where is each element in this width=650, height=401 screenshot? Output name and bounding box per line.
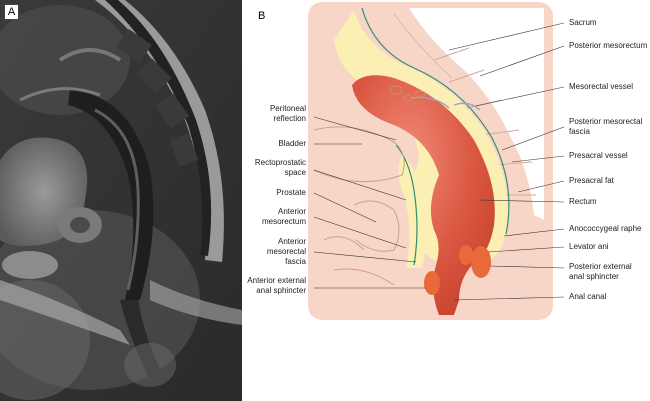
sacrum-shape xyxy=(374,8,544,220)
anatomy-drawing xyxy=(308,2,565,320)
anterior-sphincter-shape xyxy=(424,271,440,295)
label-posterior-mesorectum: Posterior mesorectum xyxy=(569,41,648,50)
right-leader-lines xyxy=(448,22,565,301)
anterior-mesorectum-strip xyxy=(398,155,426,268)
label-sacrum: Sacrum xyxy=(569,18,597,27)
left-leader-lines xyxy=(313,116,426,289)
bladder-outline xyxy=(313,126,405,183)
mri-panel: A xyxy=(0,0,242,401)
label-presacral-fat: Presacral fat xyxy=(569,176,614,185)
label-anal-canal: Anal canal xyxy=(569,292,607,301)
label-rectum: Rectum xyxy=(569,197,597,206)
posterior-fascia-line xyxy=(361,7,510,235)
label-bladder: Bladder xyxy=(278,139,306,148)
posterior-sphincter-shape xyxy=(471,246,491,278)
panel-a-label: A xyxy=(4,4,19,20)
mri-image xyxy=(0,0,242,401)
label-prostate: Prostate xyxy=(276,188,306,197)
panel-b-label: B xyxy=(258,10,266,22)
label-presacral-vessel: Presacral vessel xyxy=(569,151,628,160)
label-mesorectal-vessel: Mesorectal vessel xyxy=(569,82,634,91)
label-anococcygeal-raphe: Anococcygeal raphe xyxy=(569,224,642,233)
label-levator-ani: Levator ani xyxy=(569,242,609,251)
